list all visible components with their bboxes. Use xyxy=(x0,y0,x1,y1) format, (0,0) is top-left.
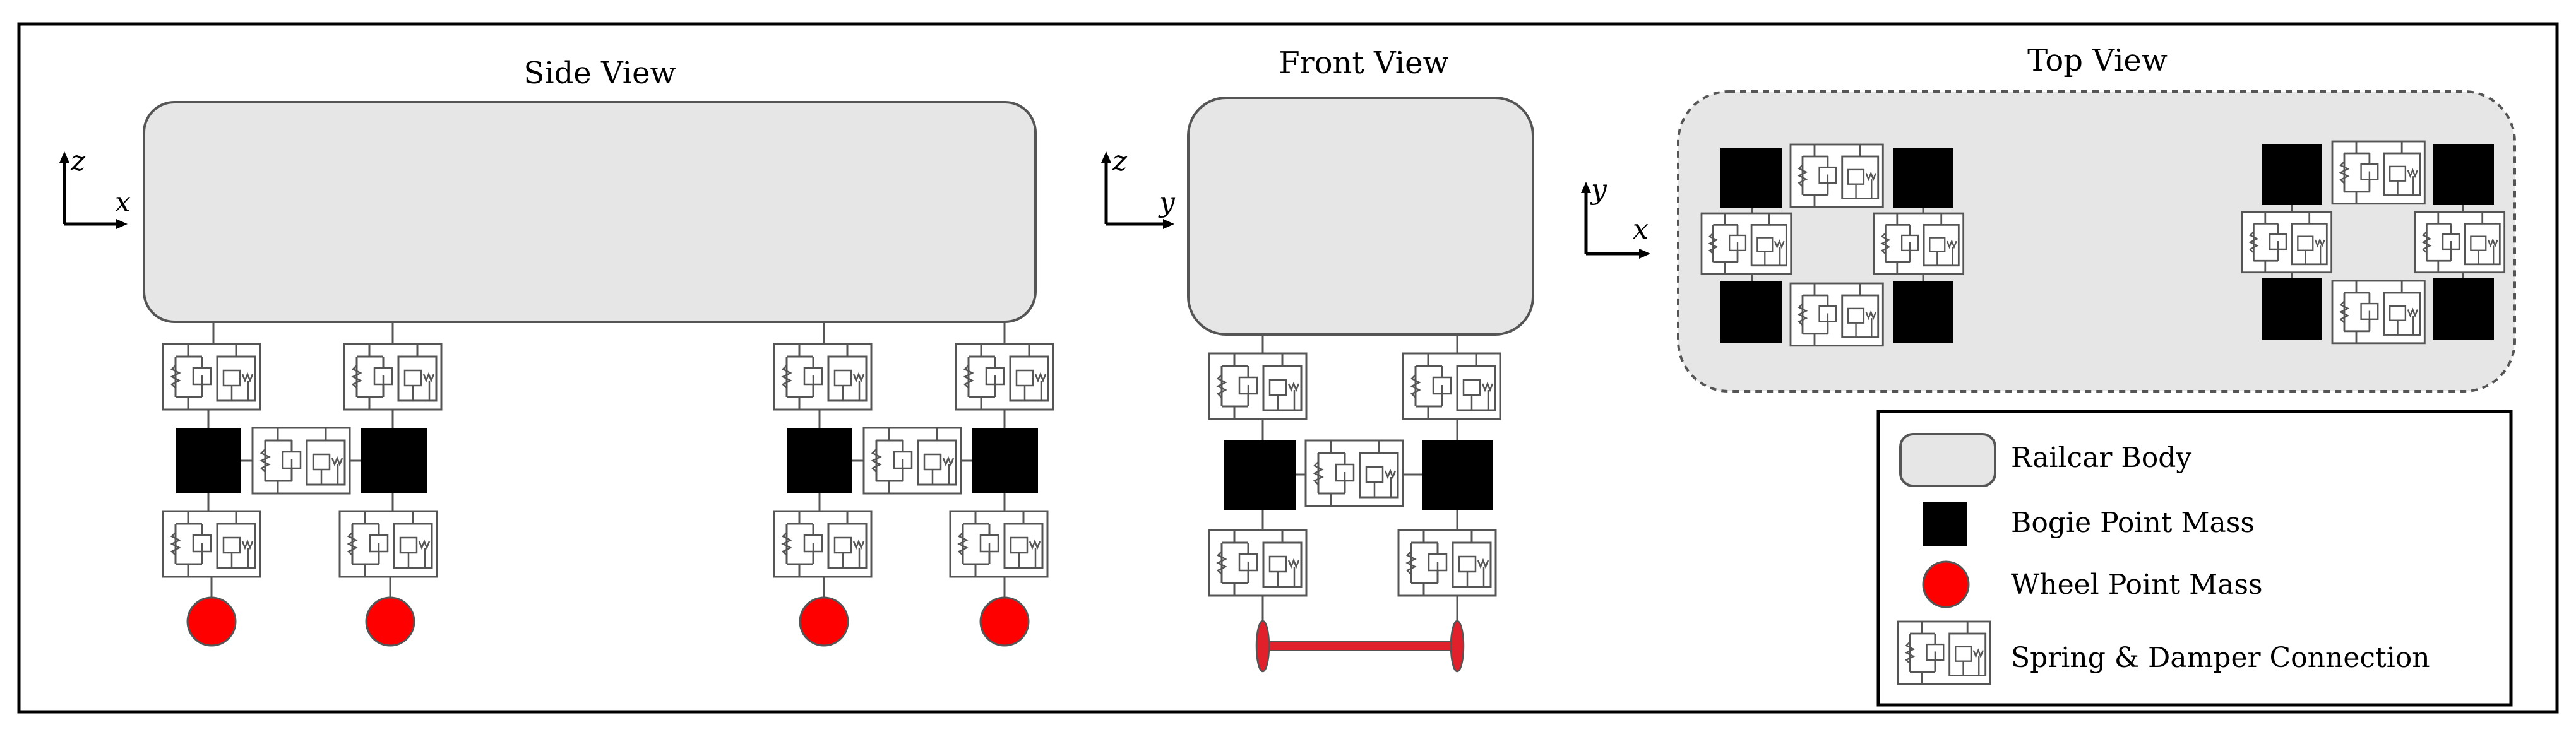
side-view: z x xyxy=(59,101,1054,647)
side-view-wheel xyxy=(979,596,1030,647)
legend-wheel-label: Wheel Point Mass xyxy=(2011,569,2263,601)
side-view-bogie xyxy=(176,428,241,493)
legend-railcar-body-label: Railcar Body xyxy=(2011,442,2191,474)
top-view-axis-x: x xyxy=(1633,213,1649,245)
legend-bogie-label: Bogie Point Mass xyxy=(2011,507,2255,539)
top-view-title: Top View xyxy=(2027,43,2168,78)
side-view-spring-damper xyxy=(773,510,873,578)
front-view-spring-damper xyxy=(1208,529,1308,597)
front-view-title: Front View xyxy=(1279,45,1449,81)
top-view-spring-damper xyxy=(1873,212,1965,275)
legend-spring-damper-swatch xyxy=(1897,620,1991,685)
side-view-wheel xyxy=(186,596,237,647)
side-view-axis-x: x xyxy=(115,186,131,218)
front-view: z y xyxy=(1101,97,1534,673)
top-view-spring-damper xyxy=(1789,143,1884,208)
front-view-axle xyxy=(1262,641,1458,651)
top-view-spring-damper xyxy=(2331,140,2426,205)
legend-railcar-body-swatch xyxy=(1899,433,1996,487)
side-view-wheel xyxy=(365,596,415,647)
side-view-railcar-body xyxy=(143,101,1037,323)
top-view-spring-damper xyxy=(1700,212,1792,275)
legend-bogie-swatch xyxy=(1923,502,1967,546)
top-view-bogie xyxy=(1720,148,1782,208)
top-view-axes: y x xyxy=(1581,174,1650,259)
side-view-spring-damper xyxy=(862,427,962,495)
top-view-bogie xyxy=(1720,281,1782,343)
front-view-bogie xyxy=(1422,440,1493,510)
front-view-spring-damper xyxy=(1304,439,1404,507)
front-view-axis-y: y xyxy=(1158,186,1176,218)
outer-frame xyxy=(17,22,2559,714)
side-view-spring-damper xyxy=(162,510,261,578)
front-view-links xyxy=(1261,334,1458,625)
top-view-left-bogie-group xyxy=(1700,143,1965,347)
top-view-bogie xyxy=(2262,278,2322,340)
side-view-spring-damper xyxy=(251,427,351,495)
front-view-spring-damper xyxy=(1208,352,1308,420)
front-view-axes: z y xyxy=(1101,145,1176,229)
top-view-spring-damper xyxy=(2331,280,2426,345)
side-view-spring-damper xyxy=(343,343,443,411)
front-view-wheel xyxy=(1450,620,1465,673)
top-view-bogie xyxy=(2433,278,2494,340)
top-view: y x xyxy=(1581,90,2516,393)
front-view-spring-damper xyxy=(1397,529,1497,597)
side-view-spring-damper xyxy=(949,510,1049,578)
top-view-spring-damper xyxy=(1789,282,1884,347)
front-view-wheel xyxy=(1255,620,1270,673)
side-view-bogie xyxy=(972,428,1038,493)
legend-wheel-swatch xyxy=(1922,560,1970,608)
front-view-spring-damper xyxy=(1402,352,1501,420)
side-view-spring-damper xyxy=(773,343,873,411)
top-view-bogie xyxy=(2262,144,2322,205)
top-view-spring-damper xyxy=(2414,211,2506,274)
side-view-spring-damper xyxy=(338,510,438,578)
front-view-railcar-body xyxy=(1187,97,1534,336)
front-view-bogie xyxy=(1224,440,1296,510)
side-view-bogie xyxy=(361,428,427,493)
top-view-bogie xyxy=(1893,148,1953,208)
legend: Railcar Body Bogie Point Mass Wheel Poin… xyxy=(1876,410,2513,707)
side-view-links xyxy=(207,322,1006,598)
legend-spring-damper-label: Spring & Damper Connection xyxy=(2011,642,2430,674)
side-view-title: Side View xyxy=(523,56,676,91)
front-view-axis-z: z xyxy=(1112,145,1128,177)
side-view-spring-damper xyxy=(162,343,261,411)
top-view-bogie xyxy=(2433,144,2494,205)
side-view-axis-z: z xyxy=(70,145,86,177)
side-view-wheel xyxy=(799,596,849,647)
side-view-axes: z x xyxy=(59,145,131,229)
top-view-spring-damper xyxy=(2241,211,2333,274)
side-view-spring-damper xyxy=(955,343,1054,411)
top-view-axis-y: y xyxy=(1590,174,1607,206)
side-view-bogie xyxy=(787,428,852,493)
top-view-right-bogie-group xyxy=(2241,140,2506,345)
top-view-bogie xyxy=(1893,281,1953,343)
